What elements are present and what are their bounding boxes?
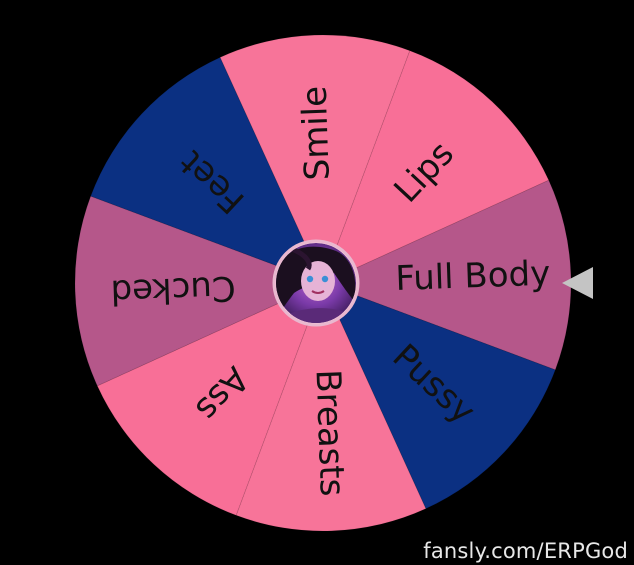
wheel-segment xyxy=(322,50,550,284)
wheel-segment xyxy=(322,282,556,510)
watermark-text: fansly.com/ERPGod xyxy=(423,539,628,563)
wheel-segment xyxy=(74,195,325,387)
wheel-segment xyxy=(235,281,427,532)
wheel-segments xyxy=(74,34,572,532)
wheel-segment xyxy=(90,56,324,284)
avatar xyxy=(272,239,360,327)
wheel-segment xyxy=(96,282,324,516)
wheel-segment-label: Full Body xyxy=(395,254,551,299)
triangle-left-icon xyxy=(562,267,593,299)
wheel-segment xyxy=(321,179,572,371)
wheel-segment-label: Cucked xyxy=(110,268,236,312)
wheel-segment-label: Breasts xyxy=(308,369,352,497)
wheel-segment-label: Smile xyxy=(295,85,338,181)
wheel-segment xyxy=(219,34,411,285)
